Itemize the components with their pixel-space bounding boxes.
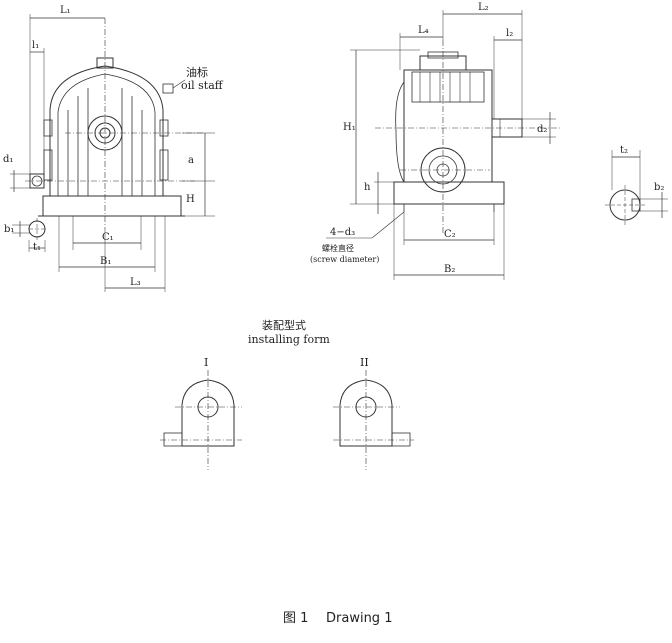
- label-l1: l₁: [32, 40, 39, 51]
- key-section-view: [605, 150, 668, 225]
- label-B1: B₁: [100, 256, 111, 267]
- label-h: h: [364, 182, 371, 193]
- caption-cn: 图 1: [283, 611, 308, 626]
- installing-form-I: [160, 370, 242, 470]
- label-C2: C₂: [444, 229, 456, 240]
- label-a: a: [188, 155, 194, 166]
- label-H: H: [186, 194, 195, 205]
- installing-cn: 装配型式: [262, 318, 306, 332]
- label-L2: L₂: [478, 2, 489, 13]
- side-view: [326, 10, 560, 280]
- label-L4: L₄: [418, 25, 429, 36]
- screw-cn: 螺栓直径: [322, 243, 354, 253]
- label-l2: l₂: [506, 28, 513, 39]
- label-form-I: I: [204, 356, 208, 369]
- label-d1: d₁: [3, 154, 13, 165]
- label-t1: t₁: [33, 242, 41, 253]
- oil-staff-en: oil staff: [181, 79, 224, 92]
- label-b2: b₂: [654, 182, 664, 193]
- label-b1: b₁: [4, 224, 14, 235]
- caption-en: Drawing 1: [326, 611, 392, 626]
- installing-en: installing form: [248, 333, 330, 346]
- label-H1: H₁: [343, 122, 356, 133]
- oil-staff-cn: 油标: [186, 65, 208, 79]
- label-C1: C₁: [102, 232, 114, 243]
- label-L1: L₁: [60, 5, 71, 16]
- label-bolt: 4−d₃: [330, 227, 355, 238]
- label-B2: B₂: [444, 264, 455, 275]
- installing-form-II: [333, 370, 414, 470]
- screw-en: (screw diameter): [310, 255, 379, 264]
- label-L3: L₃: [130, 277, 141, 288]
- label-d2: d₂: [537, 124, 547, 135]
- label-form-II: II: [360, 356, 369, 369]
- front-view: [10, 14, 215, 292]
- label-t2: t₂: [620, 145, 628, 156]
